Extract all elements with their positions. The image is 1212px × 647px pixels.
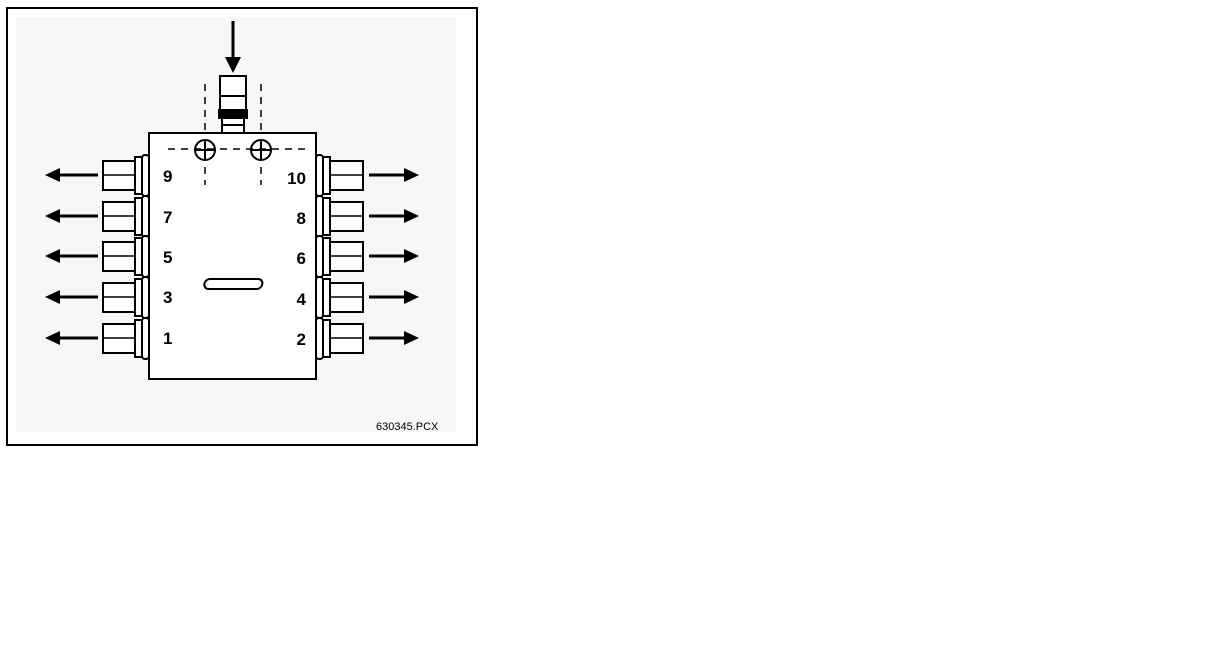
piston-bores (194, 139, 272, 161)
outlet-arrow (369, 249, 419, 263)
outlet-fitting (315, 195, 364, 238)
port-label: 4 (297, 290, 307, 309)
outlet-fitting (315, 235, 364, 278)
port-label: 7 (163, 208, 172, 227)
outlet-fitting (102, 195, 150, 238)
left-port-labels: 9 7 5 3 1 (163, 167, 172, 348)
port-label: 9 (163, 167, 172, 186)
port-label: 8 (297, 209, 306, 228)
inlet-arrow (225, 21, 241, 73)
distributor-block-diagram: 9 7 5 3 1 10 8 6 4 2 630345.PCX (16, 17, 456, 433)
port-label: 6 (297, 249, 306, 268)
outlet-arrow (369, 331, 419, 345)
outlet-arrow (45, 209, 98, 223)
outlet-arrow (45, 168, 98, 182)
outlet-arrow (369, 290, 419, 304)
right-port-labels: 10 8 6 4 2 (287, 169, 306, 349)
figure-frame: 9 7 5 3 1 10 8 6 4 2 630345.PCX (6, 7, 478, 446)
port-label: 10 (287, 169, 306, 188)
port-label: 1 (163, 329, 172, 348)
outlet-fitting (315, 276, 364, 319)
outlet-arrow (369, 209, 419, 223)
outlet-fitting (102, 317, 150, 360)
inlet-fitting (218, 75, 248, 135)
port-label: 5 (163, 248, 172, 267)
outlet-arrow (45, 331, 98, 345)
internal-passages (168, 84, 308, 185)
outlet-fitting (102, 235, 150, 278)
outlet-arrow (369, 168, 419, 182)
indicator-slot (203, 278, 264, 290)
outlet-arrow (45, 249, 98, 263)
port-label: 2 (297, 330, 306, 349)
outlet-arrow (45, 290, 98, 304)
outlet-fitting (315, 154, 364, 197)
outlet-fitting (102, 276, 150, 319)
outlet-fitting (315, 317, 364, 360)
outlet-fitting (102, 154, 150, 197)
right-outlets (315, 154, 419, 360)
left-outlets (45, 154, 150, 360)
port-label: 3 (163, 288, 172, 307)
figure-caption: 630345.PCX (376, 421, 439, 433)
